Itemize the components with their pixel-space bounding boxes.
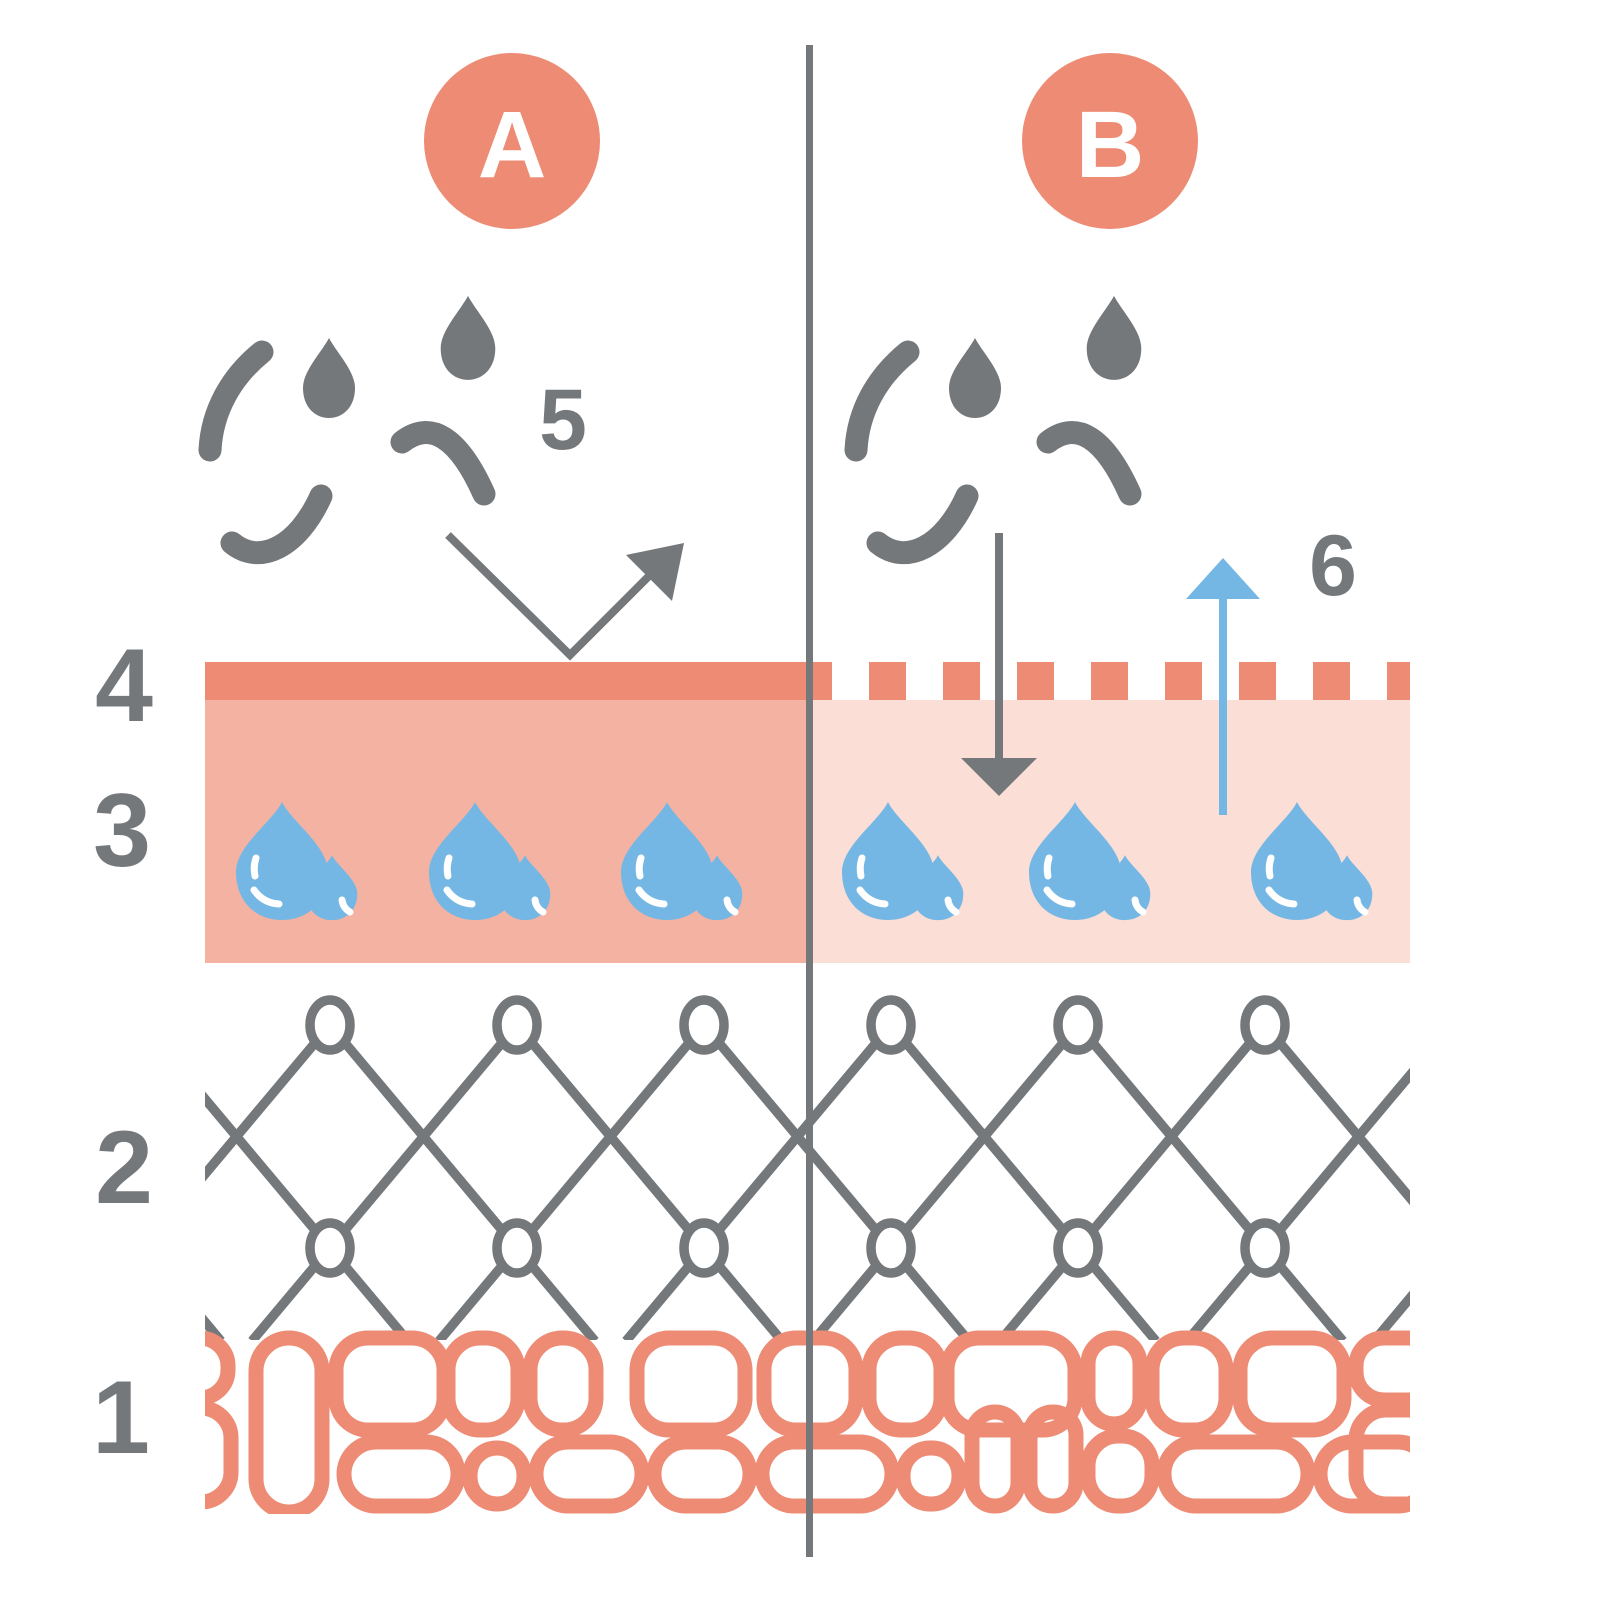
mesh-strand <box>326 1021 521 1252</box>
mesh-strand <box>1452 1248 1530 1341</box>
mesh-strand <box>1452 1025 1620 1248</box>
base-cell <box>1348 1330 1410 1408</box>
surface-dash <box>943 662 980 700</box>
base-cell <box>328 1330 452 1438</box>
mesh-ring <box>305 1218 355 1278</box>
mesh-ring <box>1053 995 1103 1055</box>
mesh-ring <box>1053 1218 1103 1278</box>
base-cell <box>1156 1434 1316 1514</box>
side-a-badge: A <box>424 53 600 229</box>
side-b-label: B <box>1076 92 1145 198</box>
surface-dash <box>869 662 906 700</box>
surface-dash <box>1313 662 1350 700</box>
mesh-ring <box>1432 1000 1472 1050</box>
evaporate-arrow-icon <box>1186 558 1260 815</box>
layer-2-label: 2 <box>95 1110 153 1226</box>
base-cell <box>754 1434 900 1514</box>
mesh-strand <box>1261 1067 1410 1252</box>
mesh-strand <box>513 1021 708 1252</box>
divider-line <box>806 45 813 1557</box>
mesh-strand <box>65 1248 143 1341</box>
base-cell <box>861 1330 949 1438</box>
surface-dash <box>1239 662 1276 700</box>
surface-dash <box>1387 662 1410 700</box>
mesh-ring <box>679 1218 729 1278</box>
mesh-ring <box>492 995 542 1055</box>
mesh-strand <box>1370 1290 1410 1340</box>
side-b-circle <box>1022 53 1198 229</box>
reflect-arrow-icon <box>445 532 684 661</box>
base-cell <box>646 1434 758 1514</box>
rain-cluster-a <box>210 296 495 553</box>
mesh-strand <box>205 1021 334 1182</box>
mesh-ring <box>492 1218 542 1278</box>
mesh-strand <box>205 1314 225 1340</box>
base-cell <box>205 1330 236 1406</box>
base-cell <box>1022 1404 1084 1514</box>
base-cell <box>1080 1330 1148 1432</box>
side-a-circle <box>424 53 600 229</box>
surface-dash <box>812 662 832 700</box>
base-layer-pattern <box>205 1330 1410 1514</box>
surface-dash <box>1017 662 1054 700</box>
base-cell <box>964 1404 1026 1514</box>
base-cell <box>205 1400 239 1510</box>
mesh-strand <box>1074 1021 1269 1252</box>
vapor-number-label: 6 <box>1309 518 1357 614</box>
base-cell <box>1080 1428 1160 1514</box>
base-cell <box>895 1440 967 1512</box>
layer-4-label: 4 <box>95 628 153 744</box>
base-cell <box>528 1434 650 1514</box>
side-a-label: A <box>478 92 547 198</box>
absorb-arrow-icon <box>961 533 1037 796</box>
mesh-ring <box>1240 995 1290 1055</box>
surface-layer-dashed <box>812 662 1410 700</box>
mesh-ring <box>1432 1223 1472 1273</box>
mesh-strand <box>887 1021 1082 1252</box>
base-cell <box>1232 1330 1352 1438</box>
base-cell <box>522 1330 604 1438</box>
mesh-layer <box>65 995 1620 1341</box>
mesh-ring <box>679 995 729 1055</box>
rain-number-label: 5 <box>539 372 587 468</box>
base-cell <box>336 1434 466 1514</box>
side-b-badge: B <box>1022 53 1198 229</box>
mesh-ring <box>123 1000 163 1050</box>
base-cell <box>462 1440 532 1512</box>
mesh-ring <box>123 1223 163 1273</box>
surface-dash <box>1165 662 1202 700</box>
base-cell <box>1312 1434 1410 1514</box>
mesh-ring <box>1240 1218 1290 1278</box>
base-cell <box>629 1330 753 1438</box>
rain-cluster-b <box>856 296 1141 553</box>
surface-dash <box>1091 662 1128 700</box>
base-cell <box>248 1330 330 1514</box>
mesh-ring <box>866 1218 916 1278</box>
surface-layer-solid <box>205 662 810 700</box>
base-cell <box>440 1330 526 1438</box>
base-cell <box>1144 1330 1234 1438</box>
layer-3-label: 3 <box>93 773 151 889</box>
layer-1-label: 1 <box>92 1360 150 1476</box>
base-cell <box>1348 1402 1410 1512</box>
mesh-ring <box>305 995 355 1055</box>
mesh-strand <box>700 1021 895 1252</box>
mesh-ring <box>866 995 916 1055</box>
